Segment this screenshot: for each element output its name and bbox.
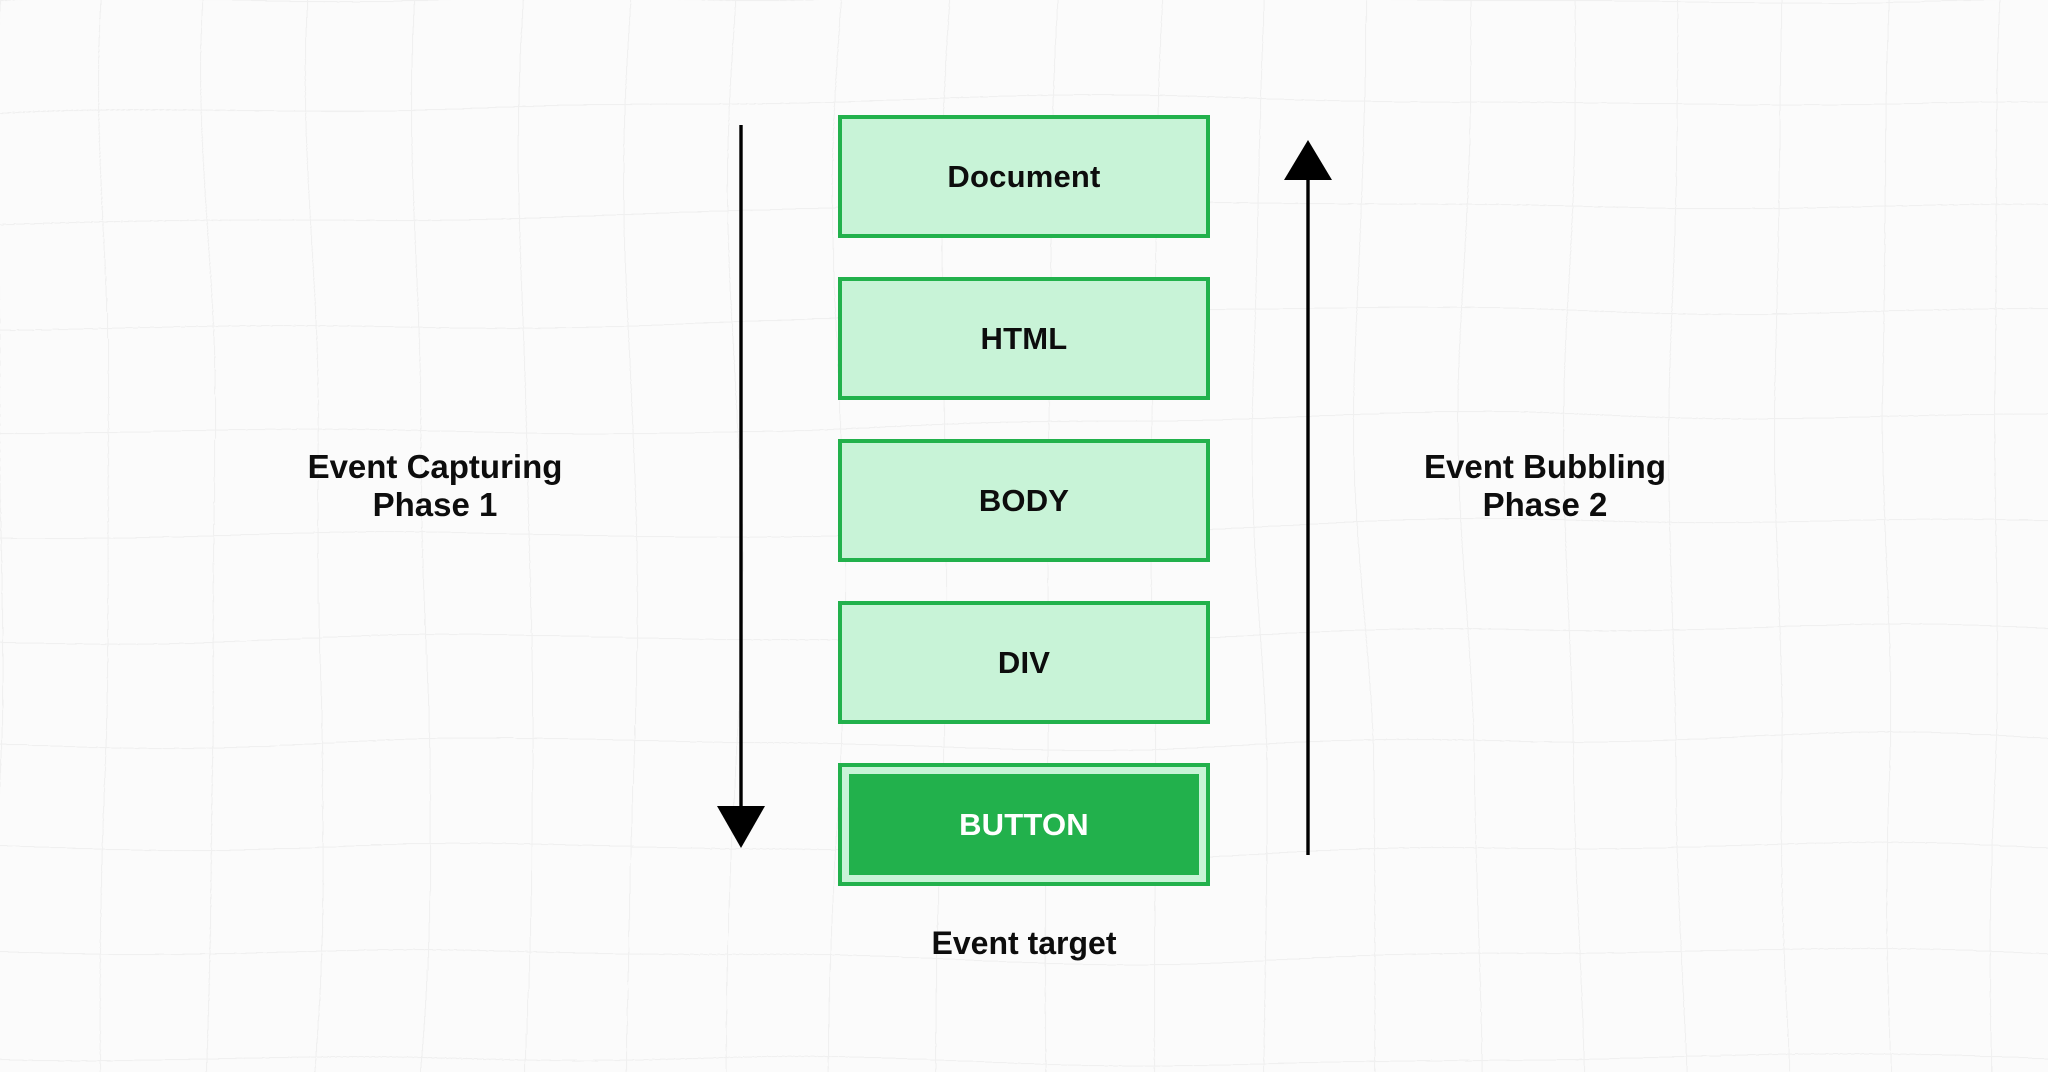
dom-node-button-target[interactable]: BUTTON — [838, 763, 1210, 886]
dom-node-stack: Document HTML BODY DIV BUTTON — [838, 115, 1210, 886]
phase-bubbling-line1: Event Bubbling — [1424, 448, 1666, 485]
arrow-down-icon — [717, 125, 765, 848]
phase-capturing-line1: Event Capturing — [307, 448, 563, 485]
dom-node-label: BODY — [978, 483, 1070, 518]
event-target-caption: Event target — [931, 925, 1117, 961]
dom-node-label: DIV — [997, 645, 1051, 680]
phase-label-bubbling: Event Bubbling Phase 2 — [1335, 448, 1755, 525]
dom-node-label: BUTTON — [959, 807, 1089, 842]
dom-node-html[interactable]: HTML — [838, 277, 1210, 400]
phase-capturing-line2: Phase 1 — [372, 486, 498, 524]
phase-bubbling-line2: Phase 2 — [1482, 486, 1608, 524]
phase-label-capturing: Event Capturing Phase 1 — [225, 448, 645, 525]
dom-node-body[interactable]: BODY — [838, 439, 1210, 562]
dom-node-button-fill: BUTTON — [849, 774, 1199, 875]
dom-node-document[interactable]: Document — [838, 115, 1210, 238]
dom-node-div[interactable]: DIV — [838, 601, 1210, 724]
dom-node-label: Document — [947, 159, 1101, 194]
dom-node-label: HTML — [980, 321, 1068, 356]
